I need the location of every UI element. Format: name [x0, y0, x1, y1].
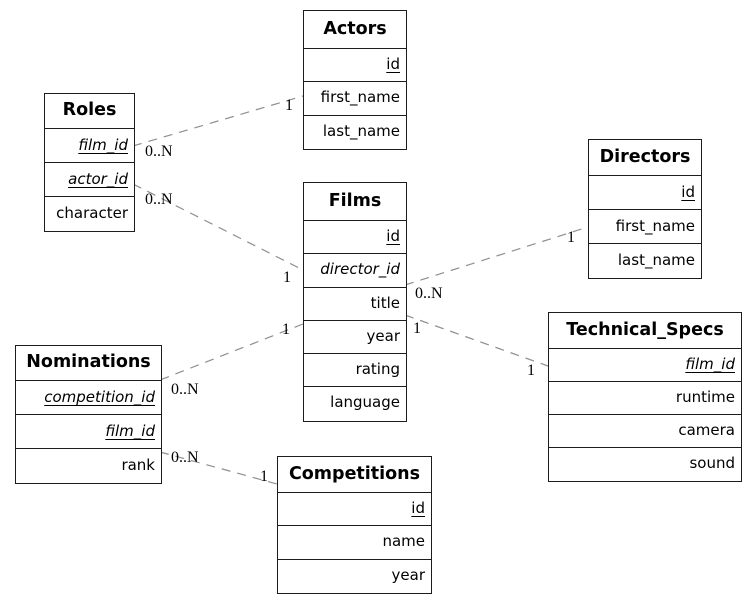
table-title-technical_specs: Technical_Specs — [549, 313, 741, 349]
table-title-actors: Actors — [304, 11, 406, 49]
field-directors-first_name: first_name — [589, 210, 701, 244]
field-technical_specs-camera: camera — [549, 415, 741, 448]
field-roles-character: character — [56, 204, 128, 222]
field-films-id: id — [304, 221, 406, 255]
field-directors-id: id — [589, 176, 701, 210]
table-title-films: Films — [304, 183, 406, 221]
field-nominations-rank: rank — [121, 456, 155, 474]
cardinality-label-nominations-competitions-0: 0..N — [171, 449, 199, 466]
cardinality-label-films-nominations-1: 0..N — [171, 381, 199, 398]
field-actors-last_name: last_name — [322, 121, 400, 140]
cardinality-label-roles-actors-1: 1 — [285, 97, 293, 114]
cardinality-label-roles-films-1: 1 — [283, 269, 291, 286]
field-nominations-competition_id: competition_id — [16, 381, 161, 415]
field-competitions-year: year — [391, 565, 425, 584]
field-films-year: year — [304, 321, 406, 355]
relation-line-films-directors — [404, 226, 589, 286]
cardinality-label-roles-actors-0: 0..N — [145, 143, 173, 160]
cardinality-label-films-directors-1: 1 — [567, 229, 575, 246]
field-roles-film_id: film_id — [45, 129, 134, 163]
cardinality-label-films-technical_specs-1: 1 — [527, 362, 535, 379]
relation-line-roles-actors — [132, 95, 304, 147]
field-technical_specs-runtime: runtime — [549, 382, 741, 415]
cardinality-label-films-nominations-0: 1 — [282, 321, 290, 338]
field-films-director_id: director_id — [304, 254, 406, 288]
cardinality-label-roles-films-0: 0..N — [145, 191, 173, 208]
field-nominations-film_id: film_id — [16, 415, 161, 449]
table-title-competitions: Competitions — [278, 457, 431, 493]
field-films-title: title — [304, 288, 406, 321]
field-directors-last_name: last_name — [617, 251, 695, 269]
field-technical_specs-sound: sound — [689, 454, 735, 472]
field-films-rating: rating — [304, 354, 406, 388]
field-actors-id: id — [304, 49, 406, 83]
field-roles-actor_id: actor_id — [45, 163, 134, 197]
field-competitions-id: id — [278, 493, 431, 527]
field-technical_specs-film_id: film_id — [549, 349, 741, 382]
cardinality-label-films-technical_specs-0: 1 — [413, 320, 421, 337]
cardinality-label-films-directors-0: 0..N — [415, 285, 443, 302]
relation-line-nominations-competitions — [159, 451, 278, 485]
relation-line-films-technical_specs — [404, 314, 549, 367]
field-actors-first_name: first_name — [304, 82, 406, 116]
field-competitions-name: name — [278, 526, 431, 560]
table-title-nominations: Nominations — [16, 346, 161, 381]
table-title-directors: Directors — [589, 140, 701, 176]
cardinality-label-nominations-competitions-1: 1 — [260, 468, 268, 485]
table-title-roles: Roles — [45, 94, 134, 129]
field-films-language: language — [330, 393, 400, 412]
